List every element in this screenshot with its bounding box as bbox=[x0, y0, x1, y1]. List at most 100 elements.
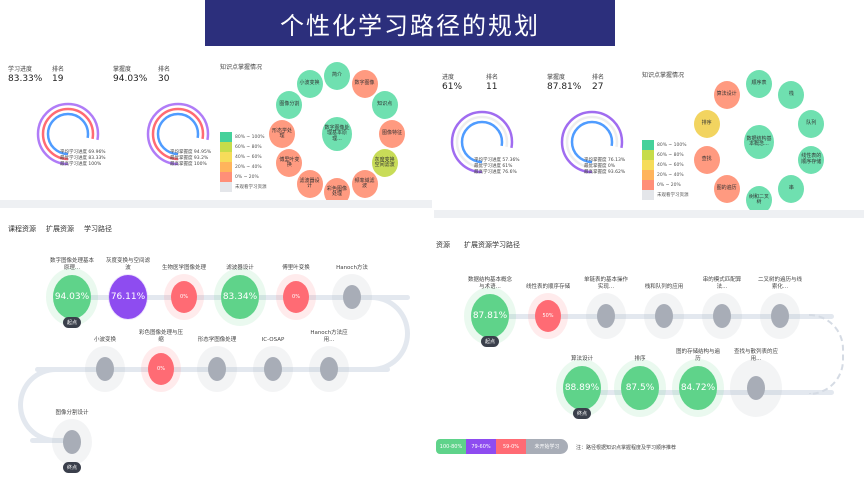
node-title[interactable]: 二叉树的遍历与线索化... bbox=[757, 277, 802, 290]
tab-2[interactable]: 学习路径 bbox=[84, 225, 112, 233]
ring-chart bbox=[36, 102, 100, 166]
legend-swatch bbox=[220, 182, 232, 192]
graph-legend-item: 0% ~ 20% bbox=[220, 172, 267, 182]
graph-node[interactable]: 树和二叉树 bbox=[746, 186, 772, 214]
path-node[interactable] bbox=[597, 304, 615, 328]
path-node[interactable] bbox=[264, 357, 282, 381]
legend-swatch bbox=[220, 142, 232, 152]
path-node[interactable] bbox=[771, 304, 789, 328]
path-node[interactable]: 94.03% bbox=[53, 275, 91, 319]
path-node[interactable]: 76.11% bbox=[109, 275, 147, 319]
node-title[interactable]: 查找与散列表的应用... bbox=[733, 349, 778, 362]
graph-node[interactable]: 栈 bbox=[778, 81, 805, 110]
node-title[interactable]: 滤波器设计 bbox=[226, 265, 254, 271]
node-title[interactable]: 彩色图像处理与压缩 bbox=[138, 330, 183, 343]
graph-legend-item: 60% ~ 80% bbox=[220, 142, 267, 152]
path-node[interactable] bbox=[96, 357, 114, 381]
path-node[interactable] bbox=[747, 376, 765, 400]
graph-node[interactable]: 图像分割 bbox=[276, 91, 303, 119]
path-node[interactable]: 87.5% bbox=[621, 366, 659, 410]
graph-node[interactable]: 图像特征 bbox=[379, 120, 405, 148]
tab-0[interactable]: 课程资源 bbox=[8, 225, 36, 233]
node-title[interactable]: 栈和队列的应用 bbox=[644, 284, 684, 290]
legend-label: 80% ~ 100% bbox=[657, 142, 687, 148]
stat-value: 27 bbox=[592, 82, 604, 92]
node-title[interactable]: 生物医学图像处理 bbox=[161, 265, 206, 271]
node-title[interactable]: 图的存储结构与遍历 bbox=[675, 349, 720, 362]
ring-arc bbox=[36, 102, 100, 166]
graph-legend: 80% ~ 100%60% ~ 80%40% ~ 60%20% ~ 40%0% … bbox=[220, 132, 267, 192]
node-value: 88.89% bbox=[564, 383, 600, 393]
path-node[interactable] bbox=[63, 430, 81, 454]
node-value: 0% bbox=[157, 366, 165, 372]
graph-node-center[interactable]: 数字图像处理基本原理... bbox=[322, 117, 352, 151]
graph-node[interactable]: 形态学处理 bbox=[269, 120, 295, 148]
node-title[interactable]: 小波变换 bbox=[93, 337, 116, 343]
node-title[interactable]: IC-OSAP bbox=[261, 337, 285, 343]
graph-node[interactable]: 知识点 bbox=[371, 91, 398, 119]
stat-label: 排名 bbox=[52, 66, 65, 73]
path-node[interactable]: 0% bbox=[171, 281, 197, 313]
path-node[interactable] bbox=[208, 357, 226, 381]
node-title[interactable]: 算法设计 bbox=[570, 356, 593, 362]
node-title[interactable]: 傅里叶变换 bbox=[282, 265, 310, 271]
node-title[interactable]: 形态学图像处理 bbox=[197, 337, 237, 343]
ring-arc bbox=[46, 112, 90, 156]
path-node[interactable]: 0% bbox=[148, 353, 174, 385]
node-title[interactable]: Hanoch方法应用... bbox=[310, 330, 348, 343]
graph-node[interactable]: 数字图像 bbox=[351, 69, 378, 98]
ring-arc bbox=[146, 102, 210, 166]
path-node[interactable]: 83.34% bbox=[221, 275, 259, 319]
node-title[interactable]: 排序 bbox=[634, 356, 646, 362]
path-node[interactable] bbox=[343, 285, 361, 309]
graph-node[interactable]: 串 bbox=[778, 174, 805, 203]
legend-label: 未观看学习资源 bbox=[657, 193, 689, 198]
graph-node[interactable]: 滤波器设计 bbox=[296, 170, 323, 199]
graph-node[interactable]: 简介 bbox=[324, 62, 350, 90]
node-title[interactable]: 单链表的基本操作实现... bbox=[583, 277, 628, 290]
graph-node[interactable]: 查找 bbox=[693, 145, 720, 174]
graph-node[interactable]: 顺序表 bbox=[746, 70, 772, 98]
path-node[interactable]: 0% bbox=[283, 281, 309, 313]
tab-1[interactable]: 扩展资源 bbox=[464, 241, 492, 249]
legend-swatch bbox=[642, 180, 654, 190]
ring-legend: 平均掌握度 94.95%最优掌握度 93.2%最高掌握度 100% bbox=[170, 150, 211, 168]
tab-2[interactable]: 学习路径 bbox=[492, 241, 520, 249]
legend-swatch bbox=[642, 190, 654, 200]
tab-0[interactable]: 资源 bbox=[436, 241, 450, 249]
graph-node[interactable]: 灰度变换空间滤波 bbox=[371, 149, 398, 177]
node-title[interactable]: 数据结构基本概念与术语... bbox=[467, 277, 512, 290]
path-node[interactable] bbox=[655, 304, 673, 328]
graph-node-center[interactable]: 数据结构基本概念... bbox=[744, 125, 774, 159]
node-value: 50% bbox=[542, 313, 554, 319]
node-title[interactable]: 线性表的顺序存储 bbox=[525, 284, 570, 290]
node-title[interactable]: 串的模式匹配算法... bbox=[702, 277, 742, 290]
graph-node[interactable]: 线性表的顺序存储 bbox=[798, 145, 825, 174]
legend-label: 40% ~ 60% bbox=[657, 162, 684, 168]
tab-1[interactable]: 扩展资源 bbox=[46, 225, 74, 233]
path-node[interactable]: 50% bbox=[535, 300, 561, 332]
stat-label: 排名 bbox=[592, 74, 605, 81]
node-title[interactable]: 图像分割设计 bbox=[55, 410, 89, 416]
graph-node[interactable]: 小波变换 bbox=[296, 69, 323, 98]
graph-node[interactable]: 队列 bbox=[798, 110, 825, 139]
ring-arc bbox=[156, 112, 200, 156]
graph-node[interactable]: 图的遍历 bbox=[713, 174, 740, 203]
stat-label: 掌握度 bbox=[547, 74, 566, 81]
path-node[interactable]: 88.89% bbox=[563, 366, 601, 410]
graph-node[interactable]: 排序 bbox=[693, 110, 720, 139]
ring-legend-item: 最优掌握度 93.2% bbox=[170, 156, 209, 161]
node-title[interactable]: 灰度变换与空间滤波 bbox=[105, 258, 150, 271]
ring-legend-item: 平均学习进度 57.36% bbox=[474, 158, 520, 163]
graph-node[interactable]: 频率域滤波 bbox=[351, 170, 378, 199]
path-node[interactable] bbox=[320, 357, 338, 381]
path-node[interactable] bbox=[713, 304, 731, 328]
node-title[interactable]: 数字图像处理基本原理... bbox=[49, 258, 94, 271]
graph-legend-item: 80% ~ 100% bbox=[220, 132, 267, 142]
legend-label: 80% ~ 100% bbox=[235, 134, 265, 140]
path-node[interactable]: 84.72% bbox=[679, 366, 717, 410]
graph-node[interactable]: 算法设计 bbox=[713, 81, 740, 110]
node-title[interactable]: Hanoch方法 bbox=[336, 265, 368, 271]
path-node[interactable]: 87.81% bbox=[471, 294, 509, 338]
graph-node[interactable]: 傅里叶变换 bbox=[276, 149, 303, 177]
